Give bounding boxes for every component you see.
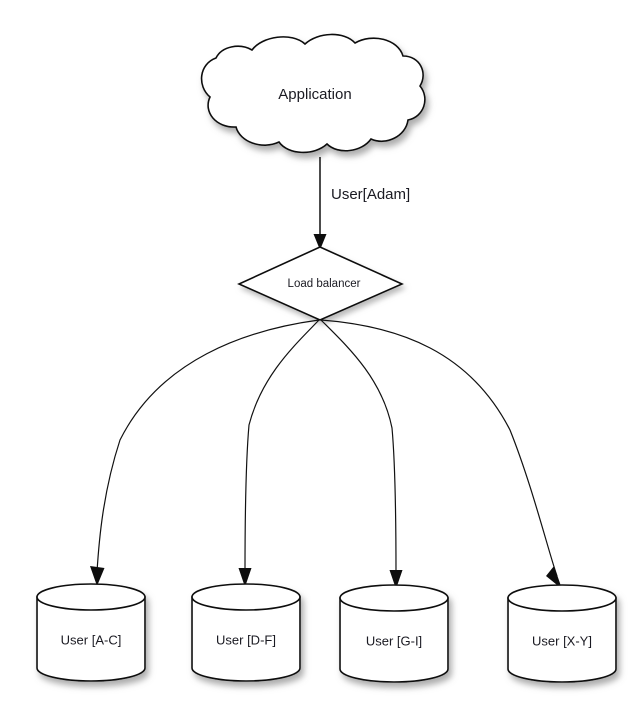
node-database-user-a-c[interactable]: User [A-C]: [36, 583, 146, 682]
cylinder-body-1: [36, 583, 146, 682]
diamond-label: Load balancer: [288, 278, 361, 290]
edge-curve-db-4: [320, 319, 558, 577]
arrowhead-icon-db-2: [238, 568, 252, 587]
cylinder-label-1: User [A-C]: [61, 632, 122, 647]
node-application-cloud[interactable]: Application: [200, 33, 426, 154]
arrowhead-icon-db-1: [90, 566, 105, 586]
cylinder-body-3: [339, 584, 449, 683]
edge-curve-db-2: [244, 319, 320, 573]
edge-curve-db-3: [320, 319, 397, 575]
arrowhead-icon-db-4: [546, 566, 562, 589]
edge-application-to-load-balancer: User[Adam]: [313, 157, 410, 250]
node-database-user-d-f[interactable]: User [D-F]: [191, 583, 301, 682]
diamond-shape: [237, 246, 404, 321]
arrowhead-icon: [313, 234, 327, 250]
node-database-user-x-y[interactable]: User [X-Y]: [507, 584, 617, 683]
cylinder-label-4: User [X-Y]: [532, 633, 592, 648]
cylinder-label-3: User [G-I]: [366, 633, 422, 648]
edges-load-balancer-to-databases: [90, 319, 562, 589]
edge-curve-db-1: [96, 319, 320, 573]
node-database-user-g-i[interactable]: User [G-I]: [339, 584, 449, 683]
cylinder-body-2: [191, 583, 301, 682]
cylinder-body-4: [507, 584, 617, 683]
edge-label-user-adam: User[Adam]: [331, 186, 410, 203]
cylinder-label-2: User [D-F]: [216, 632, 276, 647]
arrowhead-icon-db-3: [389, 570, 403, 589]
cloud-shape: [200, 33, 426, 154]
node-load-balancer-diamond[interactable]: Load balancer: [237, 246, 404, 321]
cloud-label: Application: [278, 86, 351, 103]
